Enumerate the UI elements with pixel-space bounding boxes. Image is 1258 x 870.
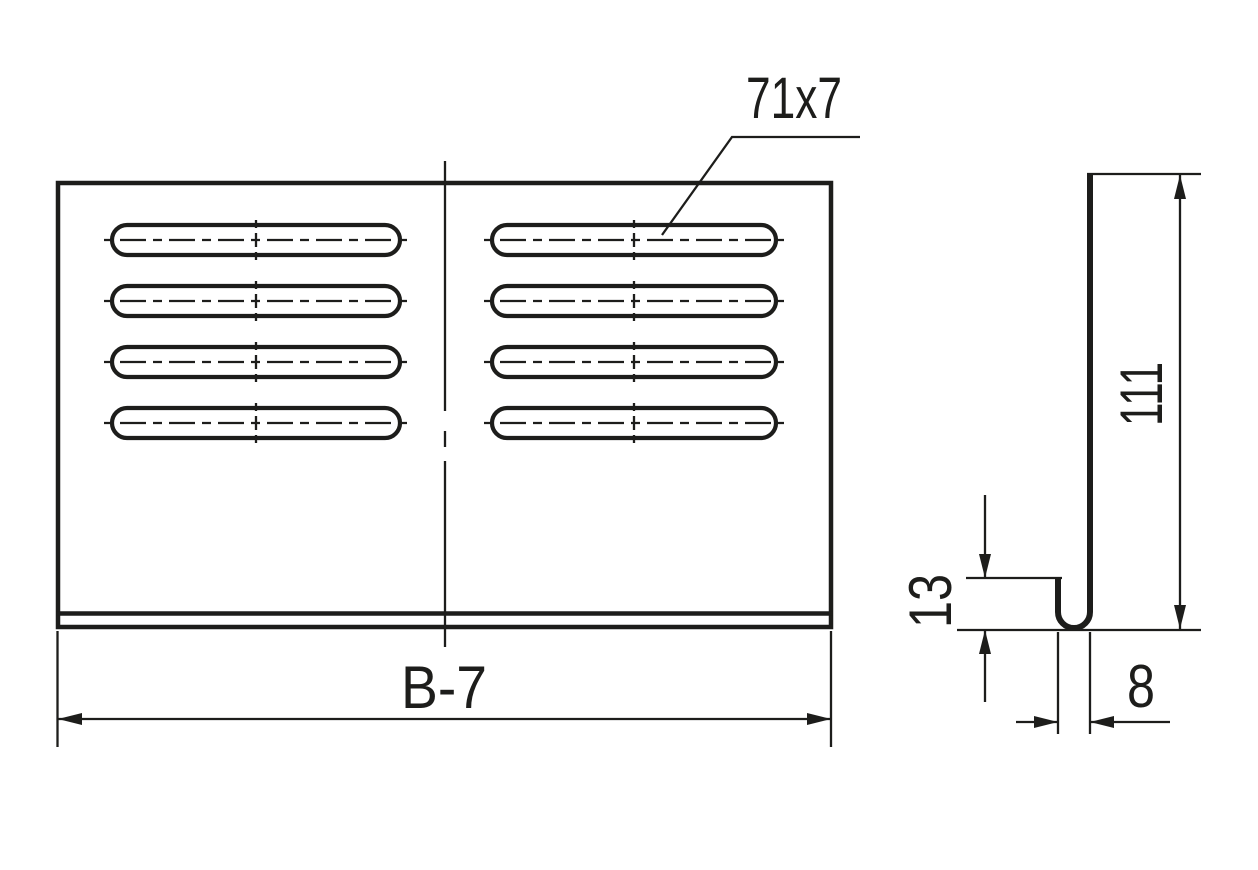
height-dimension-label: 111 — [1108, 362, 1175, 426]
slot-column-right — [484, 220, 784, 443]
arrowhead-down — [1174, 605, 1186, 629]
arrowhead-up — [1174, 175, 1186, 199]
arrowhead-left — [1090, 716, 1114, 728]
hem-height-dimension-label: 13 — [897, 574, 964, 628]
hem-width-dimension: 8 — [1016, 632, 1170, 734]
arrowhead-left — [58, 713, 82, 725]
arrowhead-right — [1034, 716, 1058, 728]
slot-column-left — [104, 220, 408, 443]
arrowhead-down — [979, 554, 991, 578]
side-view: 111 13 8 — [897, 172, 1201, 734]
arrowhead-up — [979, 630, 991, 654]
sheet-profile — [1055, 173, 1093, 631]
front-view: 71x7 B-7 — [55, 66, 860, 747]
hem-height-dimension: 13 — [897, 495, 991, 702]
leader-line — [661, 135, 860, 236]
arrowhead-right — [807, 713, 831, 725]
width-dimension-label: B-7 — [401, 654, 487, 721]
width-dimension: B-7 — [56, 631, 833, 747]
height-dimension: 111 — [1108, 175, 1186, 629]
slot-size-callout: 71x7 — [661, 66, 860, 236]
hem-width-dimension-label: 8 — [1127, 653, 1155, 720]
slot-size-label: 71x7 — [746, 66, 842, 131]
